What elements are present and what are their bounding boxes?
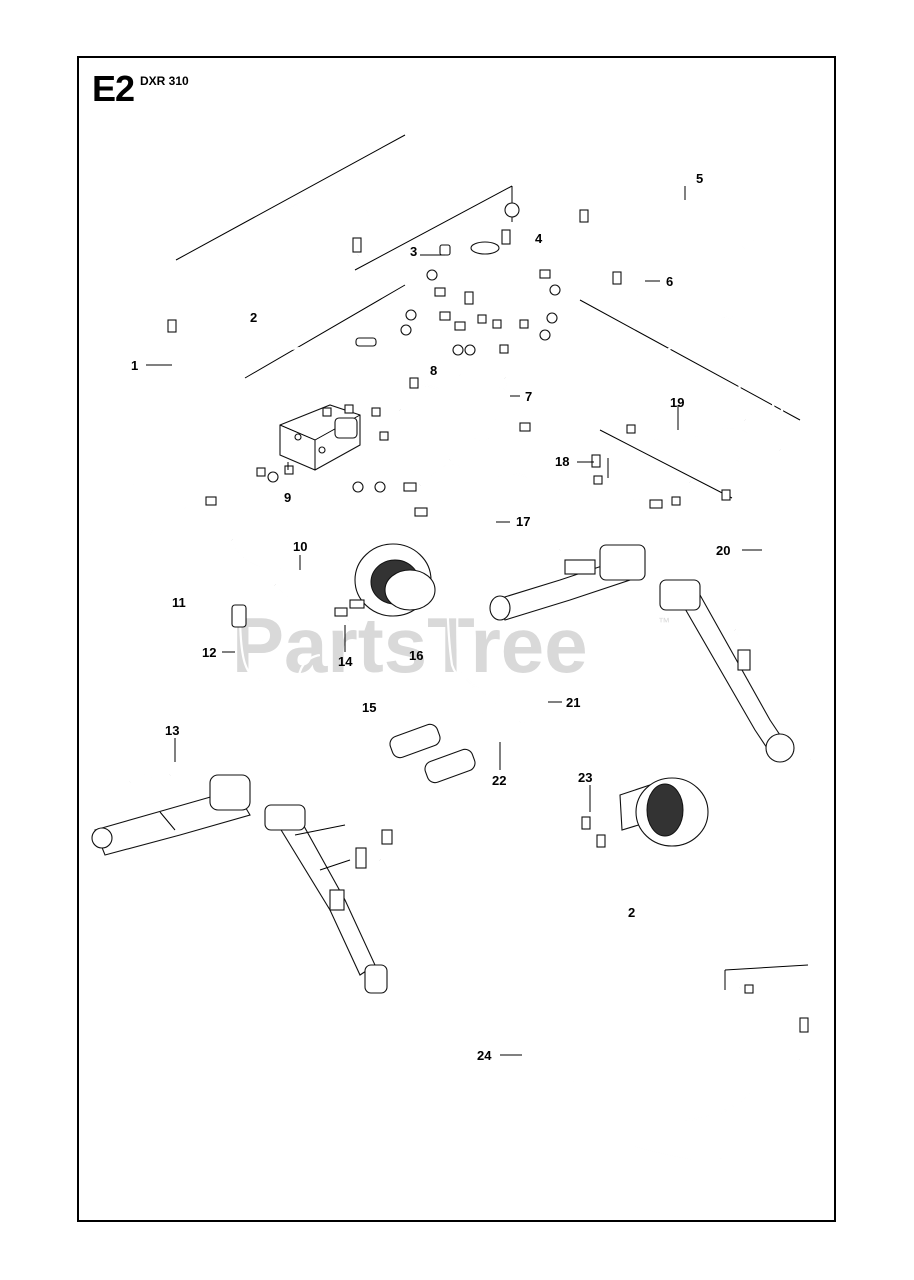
hydraulic-motor-center <box>334 543 436 617</box>
callout-21: 21 <box>566 695 580 710</box>
callout-8: 8 <box>430 363 437 378</box>
model-name: DXR 310 <box>140 74 189 88</box>
callout-labels: 1 2 2 3 4 5 6 7 8 9 10 11 12 13 14 15 16… <box>131 171 730 1063</box>
hose-14 <box>274 584 349 622</box>
hose-15 <box>297 653 464 977</box>
cylinder-center <box>489 544 646 621</box>
watermark: PartsTree ™ <box>232 601 670 689</box>
callout-22: 22 <box>492 773 506 788</box>
hose-18 <box>626 472 691 507</box>
cylinder-lower-left <box>91 774 251 856</box>
callout-4: 4 <box>535 231 543 246</box>
hose-5 <box>583 205 812 761</box>
callout-16: 16 <box>409 648 423 663</box>
hose-19 <box>629 426 774 692</box>
watermark-trademark: ™ <box>658 615 670 629</box>
callout-19: 19 <box>670 395 684 410</box>
pins <box>231 604 476 911</box>
diagram-frame <box>77 56 836 1222</box>
control-valve-block <box>279 404 361 471</box>
leader-lines <box>146 186 762 1056</box>
hose-7 <box>519 316 747 429</box>
hose-2-upper <box>224 197 371 621</box>
callout-18: 18 <box>555 454 569 469</box>
callout-7: 7 <box>525 389 532 404</box>
callout-6: 6 <box>666 274 673 289</box>
hose-6 <box>615 238 782 451</box>
hose-16 <box>419 462 498 717</box>
hose-8 <box>399 373 513 441</box>
hose-upper-branch <box>236 338 376 561</box>
cylinder-lower-middle <box>264 804 388 994</box>
section-code: E2 <box>92 68 135 109</box>
hose-20 <box>723 453 757 640</box>
callout-23: 23 <box>578 770 592 785</box>
hydraulic-motor-lower <box>581 777 709 848</box>
callout-2a: 2 <box>250 310 257 325</box>
callout-15: 15 <box>362 700 376 715</box>
callout-10: 10 <box>293 539 307 554</box>
callout-5: 5 <box>696 171 703 186</box>
hose-21 <box>445 459 546 724</box>
hose-11 <box>138 498 211 778</box>
callout-11: 11 <box>172 595 186 610</box>
callout-2b: 2 <box>628 905 635 920</box>
callout-24: 24 <box>477 1048 492 1063</box>
callout-17: 17 <box>516 514 530 529</box>
frame-reference-lines <box>175 134 809 990</box>
callout-9: 9 <box>284 490 291 505</box>
callout-12: 12 <box>202 645 216 660</box>
callout-14: 14 <box>338 654 353 669</box>
fittings-cluster <box>167 202 809 1033</box>
callout-20: 20 <box>716 543 730 558</box>
hose-24 <box>518 829 810 1162</box>
cylinder-right <box>659 579 795 763</box>
hose-2-mid <box>238 609 381 966</box>
callout-1: 1 <box>131 358 138 373</box>
hose-17 <box>489 472 599 559</box>
watermark-text: PartsTree <box>232 601 588 689</box>
callout-13: 13 <box>165 723 179 738</box>
hose-1 <box>98 329 174 784</box>
callout-3: 3 <box>410 244 417 259</box>
